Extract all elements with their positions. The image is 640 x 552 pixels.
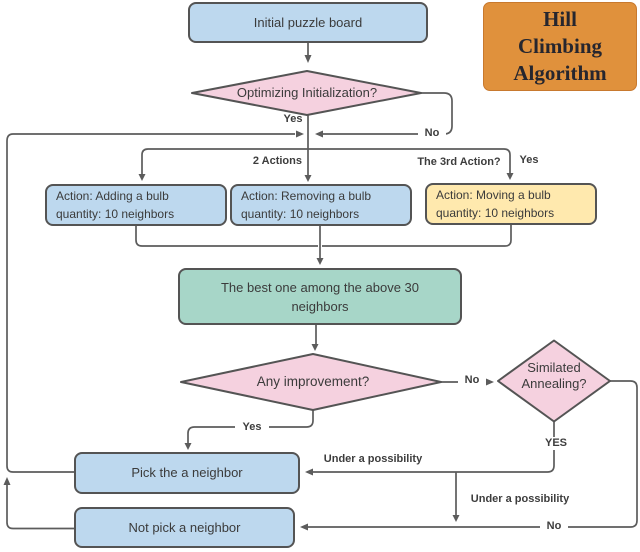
node-action-moving-line2: quantity: 10 neighbors [436, 206, 555, 220]
arrowhead-possibility-merge [452, 515, 460, 522]
edge-label-under-possibility-2: Under a possibility [470, 493, 570, 505]
edge-label-annealing-yes: YES [536, 437, 576, 450]
node-action-removing-line2: quantity: 10 neighbors [241, 207, 360, 221]
node-pick-label: Pick the a neighbor [131, 465, 243, 480]
node-initial-puzzle-board: Initial puzzle board [188, 2, 428, 43]
edge-label-no-improvement: No [458, 374, 486, 387]
edge-label-two-actions: 2 Actions [252, 155, 302, 167]
arrowhead-into-pick-top [184, 443, 192, 450]
edge-pick-loopback [6, 133, 295, 473]
edge-action-add-to-bus [135, 226, 318, 247]
edge-branch-to-action-move [309, 148, 511, 173]
diamond-annealing-line1: Similated [527, 360, 581, 375]
title-line-2: Climbing [517, 34, 603, 58]
edge-label-third-action: The 3rd Action? [417, 156, 501, 168]
edge-label-yes-improvement: Yes [235, 421, 269, 434]
arrowhead-into-action-remove [304, 175, 312, 182]
node-best-line2: neighbors [291, 298, 349, 314]
diamond-optimizing-initialization [191, 70, 422, 116]
arrowhead-into-optimizing [304, 55, 312, 63]
edge-action-move-to-bus [322, 225, 512, 247]
arrowhead-no-loop [315, 130, 323, 138]
arrowhead-into-best [316, 258, 324, 265]
node-action-removing-line1: Action: Removing a bulb [241, 189, 372, 203]
diamond-simulated-annealing [497, 339, 611, 423]
node-not-pick-neighbor: Not pick a neighbor [74, 507, 295, 548]
diamond-improvement-label: Any improvement? [256, 374, 370, 389]
edge-label-no-top: No [418, 127, 446, 140]
edge-annealing-yes [312, 421, 555, 473]
arrowhead-into-improvement [311, 344, 319, 351]
node-best-line1: The best one among the above 30 [220, 279, 420, 295]
node-action-removing: Action: Removing a bulb quantity: 10 nei… [230, 184, 412, 226]
diamond-optimizing-label: Optimizing Initialization? [236, 85, 378, 100]
edge-annealing-no [307, 380, 638, 528]
node-pick-neighbor: Pick the a neighbor [74, 452, 300, 494]
node-action-moving-line1: Action: Moving a bulb [436, 188, 551, 202]
diamond-annealing-line2: Annealing? [521, 376, 587, 391]
title-line-1: Hill [543, 7, 577, 31]
edge-optimizing-no-loop [322, 92, 453, 135]
node-action-moving: Action: Moving a bulb quantity: 10 neigh… [425, 183, 597, 225]
title-card: Hill Climbing Algorithm [483, 2, 637, 91]
edge-branch-to-action-add [141, 148, 309, 174]
arrowhead-into-action-move [506, 173, 514, 180]
node-action-adding-line1: Action: Adding a bulb [56, 189, 169, 203]
arrowhead-into-pick-right [305, 468, 313, 476]
edge-label-under-possibility-1: Under a possibility [323, 453, 423, 465]
edge-label-no-bottom: No [540, 520, 568, 533]
diamond-annealing-label: Similated Annealing? [504, 360, 604, 392]
node-not-pick-label: Not pick a neighbor [128, 519, 241, 535]
arrowhead-into-action-add [138, 174, 146, 181]
node-initial-label: Initial puzzle board [253, 14, 363, 30]
edge-label-third-action-yes: Yes [519, 154, 539, 166]
node-action-adding-line2: quantity: 10 neighbors [56, 207, 175, 221]
arrowhead-loopback-merge [296, 130, 304, 138]
title-line-3: Algorithm [513, 61, 607, 85]
edge-notpick-loopback [6, 485, 75, 530]
arrowhead-into-notpick-right [300, 523, 308, 531]
arrowhead-notpick-merge [3, 477, 11, 485]
edge-label-yes-top: Yes [283, 113, 303, 125]
node-action-adding: Action: Adding a bulb quantity: 10 neigh… [45, 184, 227, 226]
diamond-any-improvement [180, 353, 442, 411]
node-best-neighbor: The best one among the above 30 neighbor… [178, 268, 462, 325]
arrowhead-into-annealing [486, 378, 494, 386]
